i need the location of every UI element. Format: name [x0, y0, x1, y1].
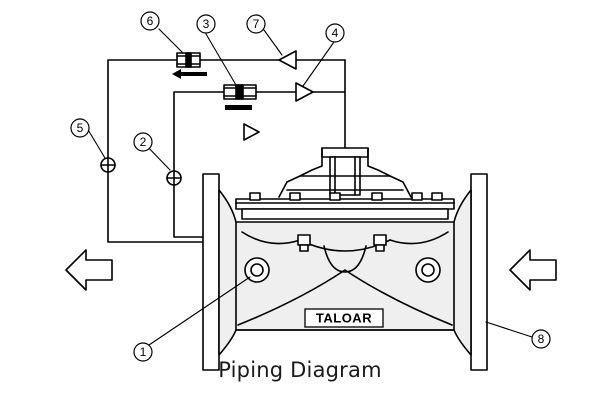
- callout-7: [246, 14, 266, 34]
- callout-8-label: 8: [538, 332, 545, 346]
- flow-direction-left-arrow-icon: [65, 249, 113, 291]
- callout-6-label: 6: [147, 14, 154, 28]
- needle-valve-5: [100, 157, 116, 173]
- body-port-outlet: [415, 257, 441, 283]
- diagram-caption: Piping Diagram: [218, 358, 382, 382]
- callout-1: [133, 342, 153, 362]
- callout-5-label: 5: [77, 121, 84, 135]
- callout-3: [196, 14, 216, 34]
- callout-2-label: 2: [140, 135, 147, 149]
- valve-body: [202, 173, 488, 371]
- flow-indicator-triangle-icon: [243, 123, 260, 141]
- callout-3-label: 3: [203, 17, 210, 31]
- brand-logo: TALOAR: [316, 311, 372, 326]
- callout-8: [531, 329, 551, 349]
- callout-6: [140, 11, 160, 31]
- callout-5: [70, 118, 90, 138]
- flow-arrow-left-icon: [172, 69, 207, 79]
- callout-2: [133, 132, 153, 152]
- body-port-inlet-1: [244, 257, 270, 283]
- strainer-3: [223, 84, 257, 100]
- flow-arrow-right-icon: [225, 105, 252, 110]
- callout-1-label: 1: [140, 345, 147, 359]
- check-valve-4: [295, 82, 314, 102]
- needle-valve-2: [166, 170, 182, 186]
- callout-4-label: 4: [332, 26, 339, 40]
- callout-7-label: 7: [253, 17, 260, 31]
- strainer-6: [176, 52, 201, 68]
- flow-direction-left-arrow-icon: [509, 249, 557, 291]
- actuator: [235, 147, 455, 220]
- callout-4: [325, 23, 345, 43]
- check-valve-7: [278, 50, 297, 70]
